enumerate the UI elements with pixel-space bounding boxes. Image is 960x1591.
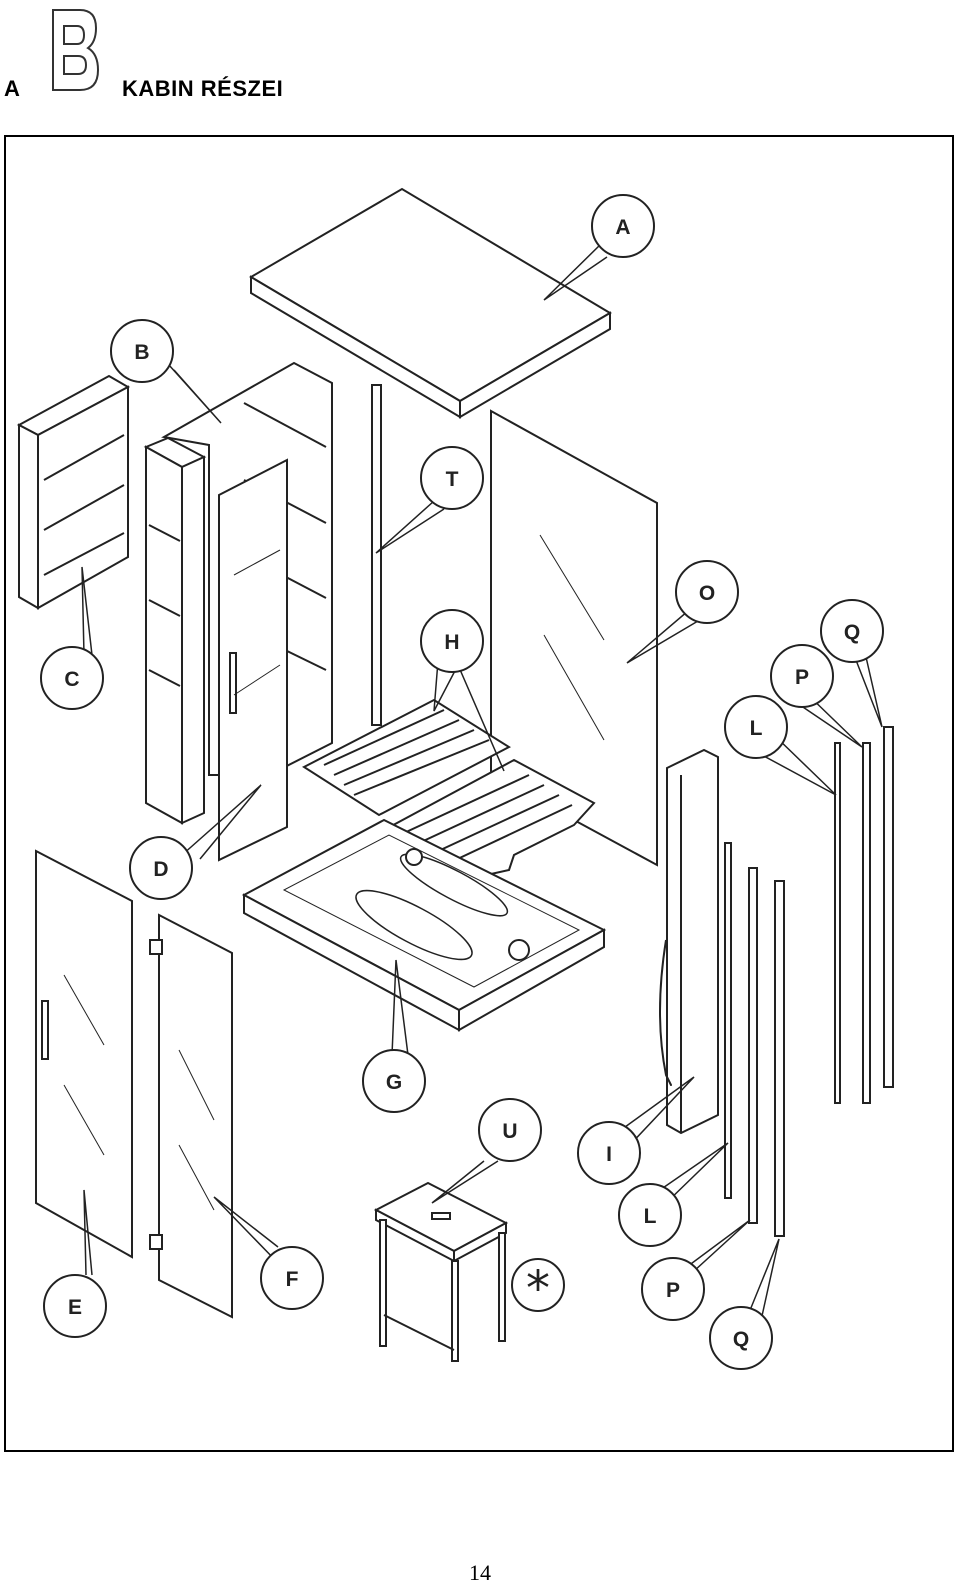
header-prefix: A bbox=[4, 76, 20, 101]
callout-p-bottom: P bbox=[666, 1279, 680, 1302]
page-number: 14 bbox=[469, 1560, 491, 1585]
profiles bbox=[724, 726, 894, 1237]
roof-panel bbox=[249, 187, 612, 419]
callout-i: I bbox=[606, 1143, 612, 1166]
callout-q-bottom: Q bbox=[733, 1328, 749, 1351]
callout-t: T bbox=[446, 468, 459, 491]
exploded-diagram: * bbox=[4, 135, 954, 1452]
callout-p-top: P bbox=[795, 666, 809, 689]
small-shelf bbox=[16, 374, 131, 610]
callout-e: E bbox=[68, 1296, 82, 1319]
front-glass-panel bbox=[218, 458, 288, 862]
svg-text:*: * bbox=[526, 1261, 550, 1317]
back-glass-panel bbox=[490, 409, 658, 867]
leader-lines bbox=[81, 242, 883, 1326]
callout-l-top: L bbox=[750, 717, 763, 740]
b-logo-icon bbox=[52, 9, 100, 91]
door-panel bbox=[35, 849, 133, 1259]
vertical-pole bbox=[371, 384, 382, 726]
callout-h: H bbox=[444, 631, 459, 654]
callout-labels: A B C T O H Q P L D G E F U I L P Q bbox=[64, 216, 860, 1351]
stool bbox=[373, 1181, 509, 1362]
shower-tray bbox=[241, 818, 607, 1032]
callout-bubbles bbox=[40, 194, 884, 1370]
callout-q-top: Q bbox=[844, 621, 860, 644]
callout-g: G bbox=[386, 1071, 402, 1094]
hinged-glass-panel bbox=[149, 913, 233, 1319]
callout-l-bottom: L bbox=[644, 1205, 657, 1228]
shower-column bbox=[659, 748, 719, 1135]
asterisk-icon: * bbox=[511, 1258, 565, 1317]
page-title: KABIN RÉSZEI bbox=[122, 76, 284, 101]
callout-b: B bbox=[134, 341, 149, 364]
callout-u: U bbox=[502, 1120, 517, 1143]
callout-a: A bbox=[615, 216, 630, 239]
callout-c: C bbox=[64, 668, 79, 691]
callout-o: O bbox=[699, 582, 715, 605]
callout-d: D bbox=[153, 858, 168, 881]
callout-f: F bbox=[286, 1268, 299, 1291]
